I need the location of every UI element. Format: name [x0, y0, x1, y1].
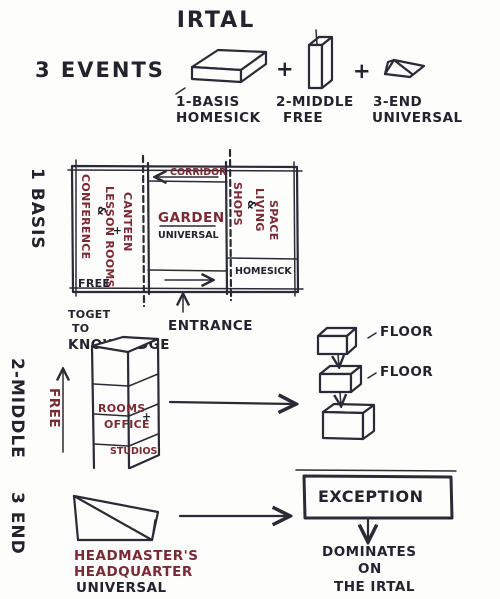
entrance-label: ENTRANCE — [168, 318, 253, 334]
end-caption-line1: 3-END — [373, 94, 422, 110]
homesick-label: HOMESICK — [235, 266, 292, 277]
headmaster-line1: HEADMASTER'S — [74, 548, 198, 564]
middle-caption: 2-MIDDLE FREE — [276, 94, 354, 126]
plus-sign-2: + — [353, 59, 373, 83]
space-label: SPACE — [267, 200, 280, 241]
free-vertical-label: FREE — [46, 388, 62, 428]
office-label: OFFICE — [104, 418, 150, 431]
headmaster-line2: HEADQUARTER — [74, 564, 193, 580]
basis-caption-line2: HOMESICK — [176, 110, 261, 126]
middle-side-label: 2-MIDDLE — [7, 358, 27, 459]
living-label: LIVING — [253, 188, 266, 232]
ampersand-right-label: & — [245, 200, 258, 210]
basis-side-label: 1 BASIS — [27, 168, 47, 250]
rooms-label: ROOMS — [98, 402, 146, 415]
office-plus-label: + — [142, 410, 152, 423]
basis-slab-icon — [190, 48, 268, 84]
dominates-line1: DOMINATES — [322, 544, 417, 560]
exception-label: EXCEPTION — [318, 487, 423, 506]
shops-label: SHOPS — [231, 182, 244, 226]
garden-sub-label: UNIVERSAL — [158, 230, 219, 241]
end-caption-line2: UNIVERSAL — [372, 110, 463, 126]
end-side-label: 3 END — [7, 492, 27, 555]
end-wedge-icon — [383, 58, 426, 79]
toget-line2: TO — [72, 322, 89, 335]
studios-label: STUDIOS — [110, 446, 158, 457]
lesson-rooms-label: LESSON ROOMS — [103, 186, 116, 288]
basis-caption: 1-BASIS HOMESICK — [175, 87, 261, 126]
garden-label: GARDEN — [158, 210, 225, 226]
headmaster-wedge-sketch — [72, 494, 160, 542]
title: IRTAL — [177, 8, 255, 33]
corridor-label: CORRIDOR — [170, 167, 227, 178]
exception-box — [295, 469, 457, 520]
middle-tower-icon — [307, 29, 334, 90]
end-caption: 3-END UNIVERSAL — [372, 94, 463, 126]
middle-caption-line1: 2-MIDDLE — [276, 94, 354, 110]
free-label: FREE — [78, 277, 110, 290]
events-heading: 3 EVENTS — [35, 58, 165, 82]
plus-sign-1: + — [276, 57, 296, 81]
floor-cube-2 — [318, 364, 363, 394]
floor-label-2: FLOOR — [380, 364, 433, 380]
middle-caption-line2: FREE — [283, 110, 323, 126]
middle-tower-sketch — [90, 335, 161, 470]
dominates-line3: THE IRTAL — [334, 579, 415, 595]
plus-label: + — [111, 226, 124, 236]
toget-line1: TOGET — [68, 308, 111, 321]
headmaster-line3: UNIVERSAL — [76, 580, 167, 596]
basis-plan — [67, 148, 304, 308]
basis-caption-line1: 1-BASIS — [176, 94, 240, 110]
floor-cube-3 — [321, 402, 376, 441]
floor-cube-1 — [316, 326, 358, 356]
dominates-line2: ON — [358, 561, 382, 577]
ampersand-label: & — [95, 206, 108, 216]
floor-label-1: FLOOR — [380, 324, 433, 340]
conference-label: CONFERENCE — [79, 174, 92, 259]
canteen-label: CANTEEN — [121, 192, 134, 252]
